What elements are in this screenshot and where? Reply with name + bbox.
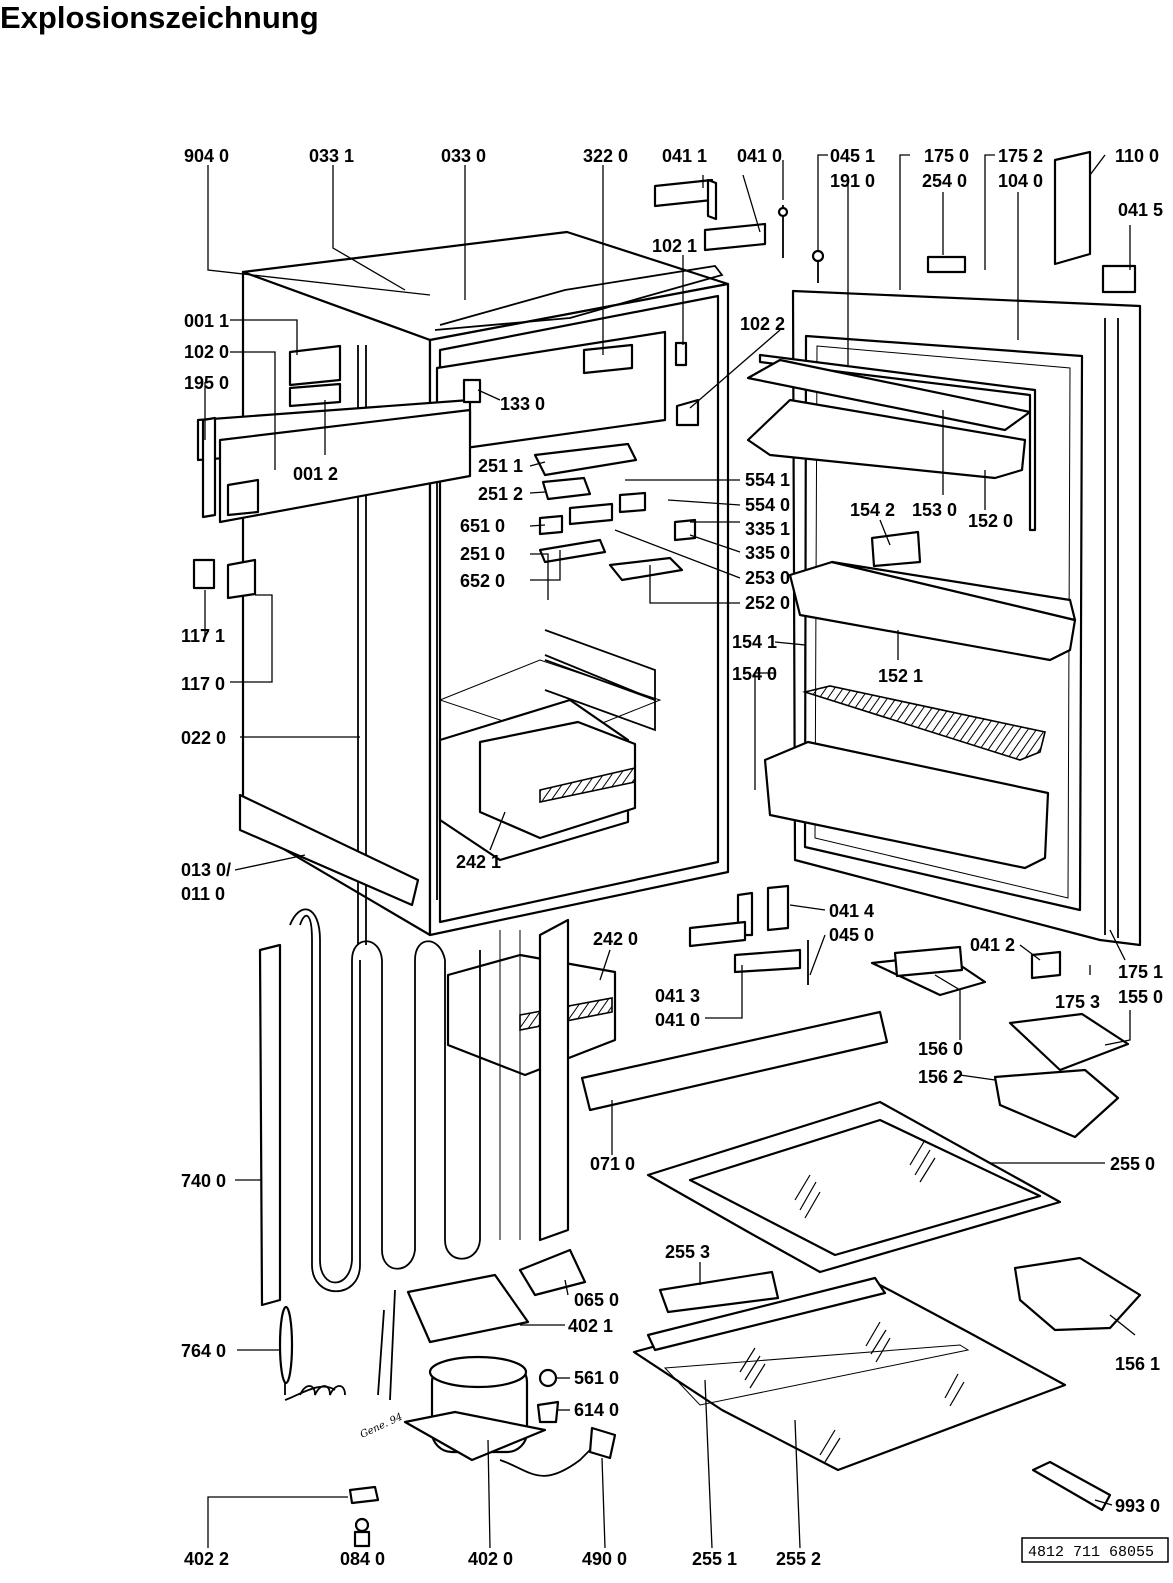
part-label: 614 0	[574, 1400, 619, 1420]
part-label: 335 0	[745, 543, 790, 563]
part-label: 175 2	[998, 146, 1043, 166]
part-label: 554 1	[745, 470, 790, 490]
part-label: 251 2	[478, 484, 523, 504]
document-number: 4812 711 68055	[1028, 1544, 1154, 1561]
part-label: 065 0	[574, 1290, 619, 1310]
part-label: 041 0	[737, 146, 782, 166]
part-label: 110 0	[1115, 146, 1159, 166]
part-label: 102 2	[740, 314, 785, 334]
part-label: 651 0	[460, 516, 505, 536]
part-label: 152 1	[878, 666, 923, 686]
part-label: 175 3	[1055, 992, 1100, 1012]
part-label: 001 2	[293, 464, 338, 484]
part-label: 041 5	[1118, 200, 1163, 220]
part-label: 402 1	[568, 1316, 613, 1336]
part-label: 154 0	[732, 664, 777, 684]
part-label: 490 0	[582, 1549, 627, 1569]
part-label: 252 0	[745, 593, 790, 613]
leader-lines	[204, 154, 1136, 1549]
part-label: 175 0	[924, 146, 969, 166]
part-label: 155 0	[1118, 987, 1163, 1007]
page-title: Explosionszeichnung	[0, 0, 319, 35]
part-label: 554 0	[745, 495, 790, 515]
part-label: 156 1	[1115, 1354, 1160, 1374]
part-label: 156 0	[918, 1039, 963, 1059]
part-label: 041 4	[829, 901, 874, 921]
part-label: 175 1	[1118, 962, 1163, 982]
document-number-box: 4812 711 68055	[1021, 1537, 1169, 1563]
part-label: 133 0	[500, 394, 545, 414]
part-label: 117 1	[181, 626, 225, 646]
part-label: 191 0	[830, 171, 875, 191]
part-labels: 904 0 033 1 033 0 322 0 041 1 041 0 045 …	[181, 146, 1163, 1569]
part-label: 084 0	[340, 1549, 385, 1569]
part-label: 001 1	[184, 311, 229, 331]
part-label: 102 1	[652, 236, 697, 256]
part-label: 251 1	[478, 456, 523, 476]
part-label: 041 2	[970, 935, 1015, 955]
part-label: 033 0	[441, 146, 486, 166]
part-label: 253 0	[745, 568, 790, 588]
part-label: 322 0	[583, 146, 628, 166]
part-label: 254 0	[922, 171, 967, 191]
part-label: 045 0	[829, 925, 874, 945]
part-label: 255 3	[665, 1242, 710, 1262]
part-label: 402 0	[468, 1549, 513, 1569]
part-label: 242 1	[456, 852, 501, 872]
part-label: 764 0	[181, 1341, 226, 1361]
part-label: 154 2	[850, 500, 895, 520]
part-label: 152 0	[968, 511, 1013, 531]
part-label: 251 0	[460, 544, 505, 564]
part-label: 561 0	[574, 1368, 619, 1388]
part-label: 033 1	[309, 146, 354, 166]
part-label: 153 0	[912, 500, 957, 520]
part-label: 255 2	[776, 1549, 821, 1569]
part-label: 102 0	[184, 342, 229, 362]
part-label: 740 0	[181, 1171, 226, 1191]
part-label: 904 0	[184, 146, 229, 166]
part-label: 195 0	[184, 373, 229, 393]
cabinet-body	[241, 230, 730, 945]
part-label: 993 0	[1115, 1496, 1160, 1516]
part-label: 255 0	[1110, 1154, 1155, 1174]
part-label: 013 0/	[181, 860, 231, 880]
part-label: 041 0	[655, 1010, 700, 1030]
part-label: 154 1	[732, 632, 777, 652]
part-label: 022 0	[181, 728, 226, 748]
part-label: 071 0	[590, 1154, 635, 1174]
compressor-assembly: Gene. 94	[278, 1248, 617, 1477]
hinges-and-fittings	[192, 150, 1137, 985]
handwritten-note: Gene. 94	[359, 1412, 405, 1441]
part-label: 242 0	[593, 929, 638, 949]
part-label: 041 1	[662, 146, 707, 166]
part-label: 045 1	[830, 146, 875, 166]
part-label: 335 1	[745, 519, 790, 539]
part-label: 041 3	[655, 986, 700, 1006]
accessories	[348, 945, 1142, 1548]
door-panel	[746, 289, 1142, 947]
part-label: 402 2	[184, 1549, 229, 1569]
part-label: 156 2	[918, 1067, 963, 1087]
part-label: 255 1	[692, 1549, 737, 1569]
part-label: 011 0	[181, 884, 225, 904]
condenser-coil	[258, 908, 570, 1307]
part-label: 652 0	[460, 571, 505, 591]
shelf-glass-hatching	[739, 1139, 965, 1463]
part-label: 104 0	[998, 171, 1043, 191]
part-label: 117 0	[181, 674, 225, 694]
